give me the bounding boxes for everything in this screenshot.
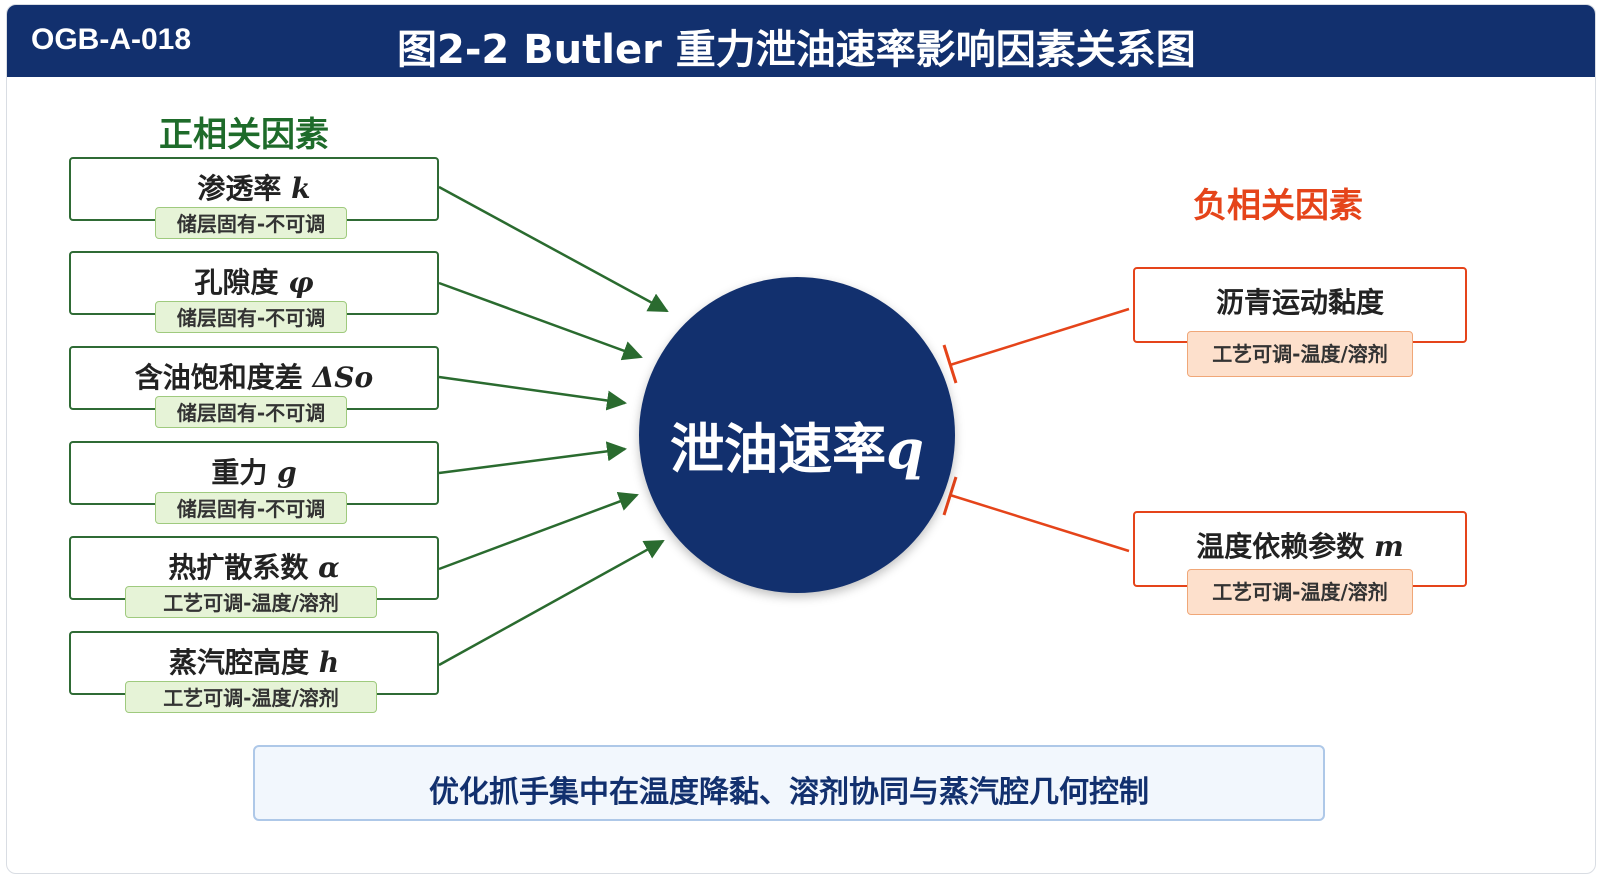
factor-symbol: α: [318, 551, 340, 584]
center-name: 泄油速率: [670, 418, 887, 481]
factor-name: 孔隙度: [194, 266, 279, 299]
factor-symbol: m: [1374, 530, 1404, 563]
factor-name: 热扩散系数: [168, 551, 309, 584]
factor-bitumen-viscosity: 沥青运动黏度: [1133, 267, 1467, 343]
inhibit-line-viscosity: [949, 307, 1130, 367]
arrow-thermal-diffusivity: [438, 491, 639, 571]
factor-tag: 工艺可调-温度/溶剂: [125, 586, 377, 618]
arrow-permeability: [438, 185, 669, 313]
factor-symbol: k: [291, 172, 311, 205]
factor-symbol: ΔSo: [312, 361, 374, 394]
factor-tag: 工艺可调-温度/溶剂: [1187, 331, 1413, 377]
factor-tag: 储层固有-不可调: [155, 396, 347, 428]
factor-name: 温度依赖参数: [1196, 530, 1365, 563]
factor-tag: 储层固有-不可调: [155, 301, 347, 333]
factor-porosity: 孔隙度 φ: [69, 251, 439, 315]
inhibit-bar-temperature: [942, 476, 958, 516]
connector-layer: [438, 185, 1130, 667]
header-bar: OGB-A-018 图2-2 Butler 重力泄油速率影响因素关系图: [7, 5, 1595, 77]
drainage-rate-node: 泄油速率q: [639, 277, 955, 593]
factor-tag: 储层固有-不可调: [155, 492, 347, 524]
factor-name: 沥青运动黏度: [1215, 286, 1384, 319]
factor-tag: 工艺可调-温度/溶剂: [1187, 569, 1413, 615]
figure-frame: OGB-A-018 图2-2 Butler 重力泄油速率影响因素关系图 正相关因…: [6, 4, 1596, 874]
center-symbol: q: [886, 417, 924, 481]
factor-tag: 储层固有-不可调: [155, 207, 347, 239]
arrow-saturation: [438, 375, 627, 411]
factor-symbol: φ: [288, 266, 314, 299]
arrow-chamber-height: [438, 539, 665, 667]
figure-code: OGB-A-018: [31, 23, 192, 56]
arrow-porosity: [438, 281, 643, 361]
inhibit-bar-viscosity: [942, 344, 958, 384]
factor-name: 含油饱和度差: [134, 361, 303, 394]
factor-tag: 工艺可调-温度/溶剂: [125, 681, 377, 713]
figure-title: 图2-2 Butler 重力泄油速率影响因素关系图: [397, 27, 1196, 73]
positive-group-title: 正相关因素: [159, 115, 329, 155]
arrow-gravity: [438, 441, 627, 475]
conclusion-box: 优化抓手集中在温度降黏、溶剂协同与蒸汽腔几何控制: [253, 745, 1325, 821]
inhibit-line-temperature: [949, 493, 1130, 553]
factor-name: 渗透率: [197, 172, 282, 205]
factor-symbol: h: [318, 646, 340, 679]
negative-group-title: 负相关因素: [1193, 186, 1363, 226]
factor-name: 重力: [211, 456, 268, 489]
conclusion-text: 优化抓手集中在温度降黏、溶剂协同与蒸汽腔几何控制: [429, 775, 1149, 810]
factor-symbol: g: [277, 456, 297, 489]
factor-name: 蒸汽腔高度: [168, 646, 309, 679]
